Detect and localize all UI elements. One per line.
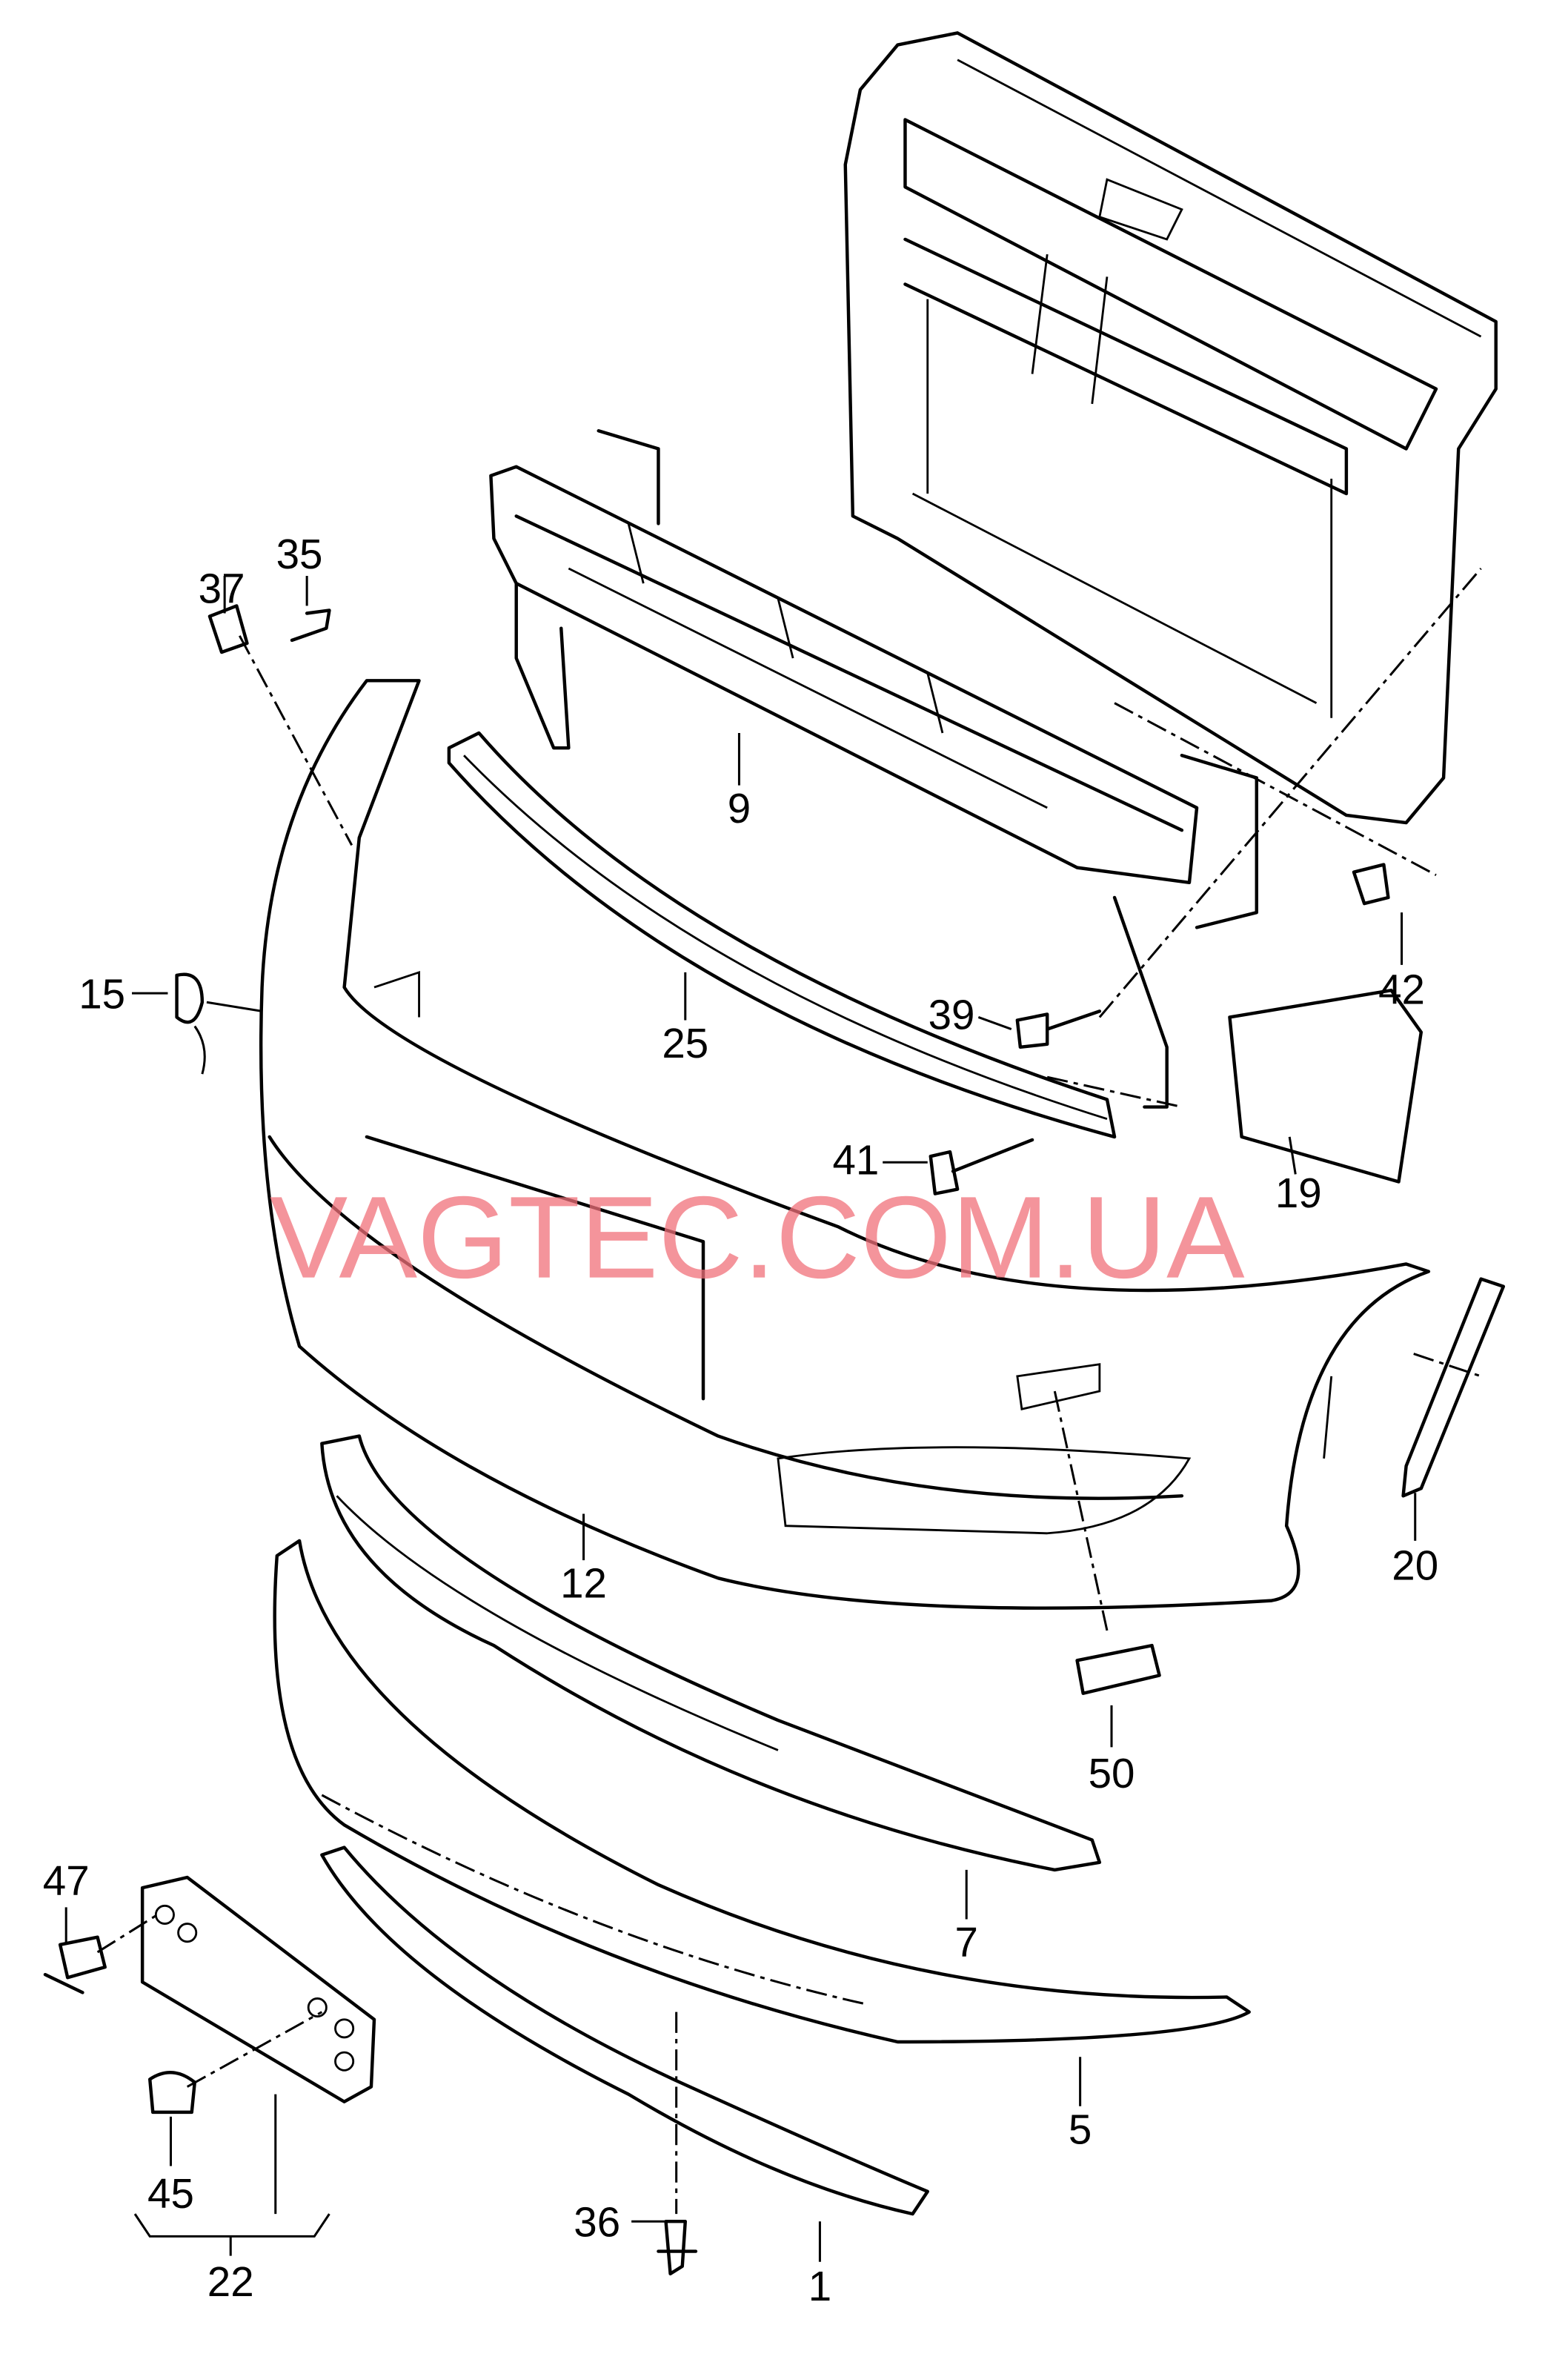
label-35: 35 xyxy=(276,531,323,577)
guide-19 xyxy=(1228,988,1424,1184)
lock-carrier xyxy=(843,31,1498,825)
label-5: 5 xyxy=(1069,2106,1092,2152)
label-1: 1 xyxy=(808,2263,831,2309)
clip-nut-37 xyxy=(207,604,249,654)
label-22: 22 xyxy=(207,2258,254,2305)
leader-lines xyxy=(64,567,1482,2262)
clip-47 xyxy=(43,1935,107,1994)
moulding-strip xyxy=(320,1845,929,2216)
label-9: 9 xyxy=(728,785,751,832)
fasteners xyxy=(43,604,1424,2276)
cap-15 xyxy=(175,972,205,1024)
washer-cap-50 xyxy=(1075,1643,1161,1695)
watermark: VAGTEC.COM.UA xyxy=(270,1173,1245,1303)
label-47: 47 xyxy=(43,1857,90,1904)
label-37: 37 xyxy=(199,565,245,611)
label-12: 12 xyxy=(560,1560,607,1607)
label-7: 7 xyxy=(955,1919,978,1966)
spoiler xyxy=(320,1434,1102,1872)
label-45: 45 xyxy=(147,2170,194,2217)
label-42: 42 xyxy=(1378,966,1425,1012)
label-20: 20 xyxy=(1392,1542,1438,1588)
rivet-36 xyxy=(657,2219,698,2276)
license-plate-holder xyxy=(140,1875,376,2103)
bumper-cover xyxy=(259,679,1431,1610)
label-39: 39 xyxy=(928,992,975,1038)
bumper-reinforcement xyxy=(489,429,1259,1109)
impact-absorber xyxy=(447,731,1117,1139)
rivet-45 xyxy=(148,2071,197,2115)
label-19: 19 xyxy=(1275,1170,1322,1216)
lower-grille xyxy=(273,1539,1251,2044)
label-36: 36 xyxy=(574,2198,620,2245)
label-50: 50 xyxy=(1089,1750,1135,1797)
label-41: 41 xyxy=(832,1136,879,1183)
label-25: 25 xyxy=(662,1020,708,1067)
bolt-42 xyxy=(1352,863,1390,906)
screw-41 xyxy=(928,1138,1034,1195)
side-trim xyxy=(1401,1277,1506,1498)
bolt-39 xyxy=(1015,1009,1102,1049)
label-15: 15 xyxy=(79,970,125,1017)
screw-35 xyxy=(290,608,331,643)
